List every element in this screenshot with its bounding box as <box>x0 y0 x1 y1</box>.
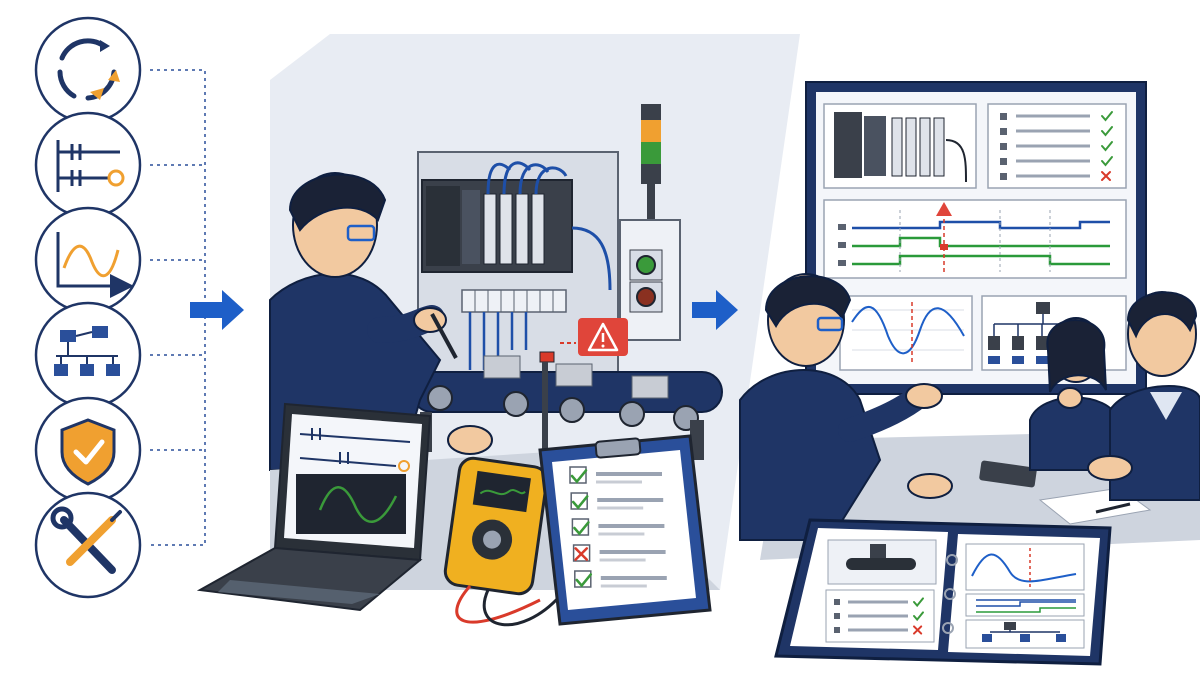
check-icon <box>1101 111 1113 122</box>
bullet <box>834 599 840 605</box>
screen-timing-diagram <box>823 199 1127 279</box>
wrench-screwdriver-icon[interactable] <box>34 491 142 599</box>
screen-waveform-panel <box>839 295 973 371</box>
cross-icon <box>1101 171 1111 181</box>
scene-review-meeting <box>739 81 1200 666</box>
cross-icon <box>574 547 589 561</box>
report-binder <box>774 518 1112 666</box>
bullet <box>834 627 840 633</box>
shield-check-icon[interactable] <box>34 396 142 504</box>
colleague-woman-figure <box>1029 317 1122 471</box>
plc-rack-icon <box>421 161 612 291</box>
ladder-logic-icon[interactable] <box>34 111 142 219</box>
terminal-blocks <box>461 289 567 370</box>
screen-plc-panel <box>823 103 977 189</box>
colleague-man-figure <box>1087 291 1200 501</box>
bullet <box>1000 113 1007 120</box>
check-icon <box>573 521 590 536</box>
tablet-on-table <box>979 460 1037 488</box>
bullet <box>1000 143 1007 150</box>
check-icon <box>575 573 593 588</box>
check-icon <box>571 495 589 510</box>
bullet <box>1000 173 1007 180</box>
check-icon <box>1101 156 1113 167</box>
control-panel <box>619 219 681 341</box>
timing-warning-icon <box>936 202 952 216</box>
checklist-clipboard-icon <box>538 434 712 626</box>
check-icon <box>913 611 924 622</box>
bullet <box>1000 158 1007 165</box>
bullet <box>834 613 840 619</box>
bullet <box>1000 128 1007 135</box>
green-button <box>636 255 656 275</box>
check-icon <box>1101 141 1113 152</box>
network-diagram-icon[interactable] <box>34 301 142 409</box>
scene-test-bench <box>196 34 800 627</box>
stack-light-icon <box>641 104 661 220</box>
multimeter-icon <box>443 456 562 627</box>
flow-arrow-2 <box>692 290 738 330</box>
cross-icon <box>913 625 923 635</box>
engineer-2-figure <box>739 273 953 541</box>
screen-checklist-panel <box>987 103 1127 189</box>
check-icon <box>570 469 588 484</box>
waveform-graph-icon[interactable] <box>34 206 142 314</box>
flow-arrow-1 <box>190 290 244 330</box>
cycle-arrows-icon[interactable] <box>34 16 142 124</box>
check-icon <box>1101 126 1113 137</box>
left-icon-column <box>34 16 206 599</box>
warning-icon <box>560 318 628 356</box>
check-icon <box>913 597 924 608</box>
laptop-icon <box>196 402 432 612</box>
red-button <box>636 287 656 307</box>
